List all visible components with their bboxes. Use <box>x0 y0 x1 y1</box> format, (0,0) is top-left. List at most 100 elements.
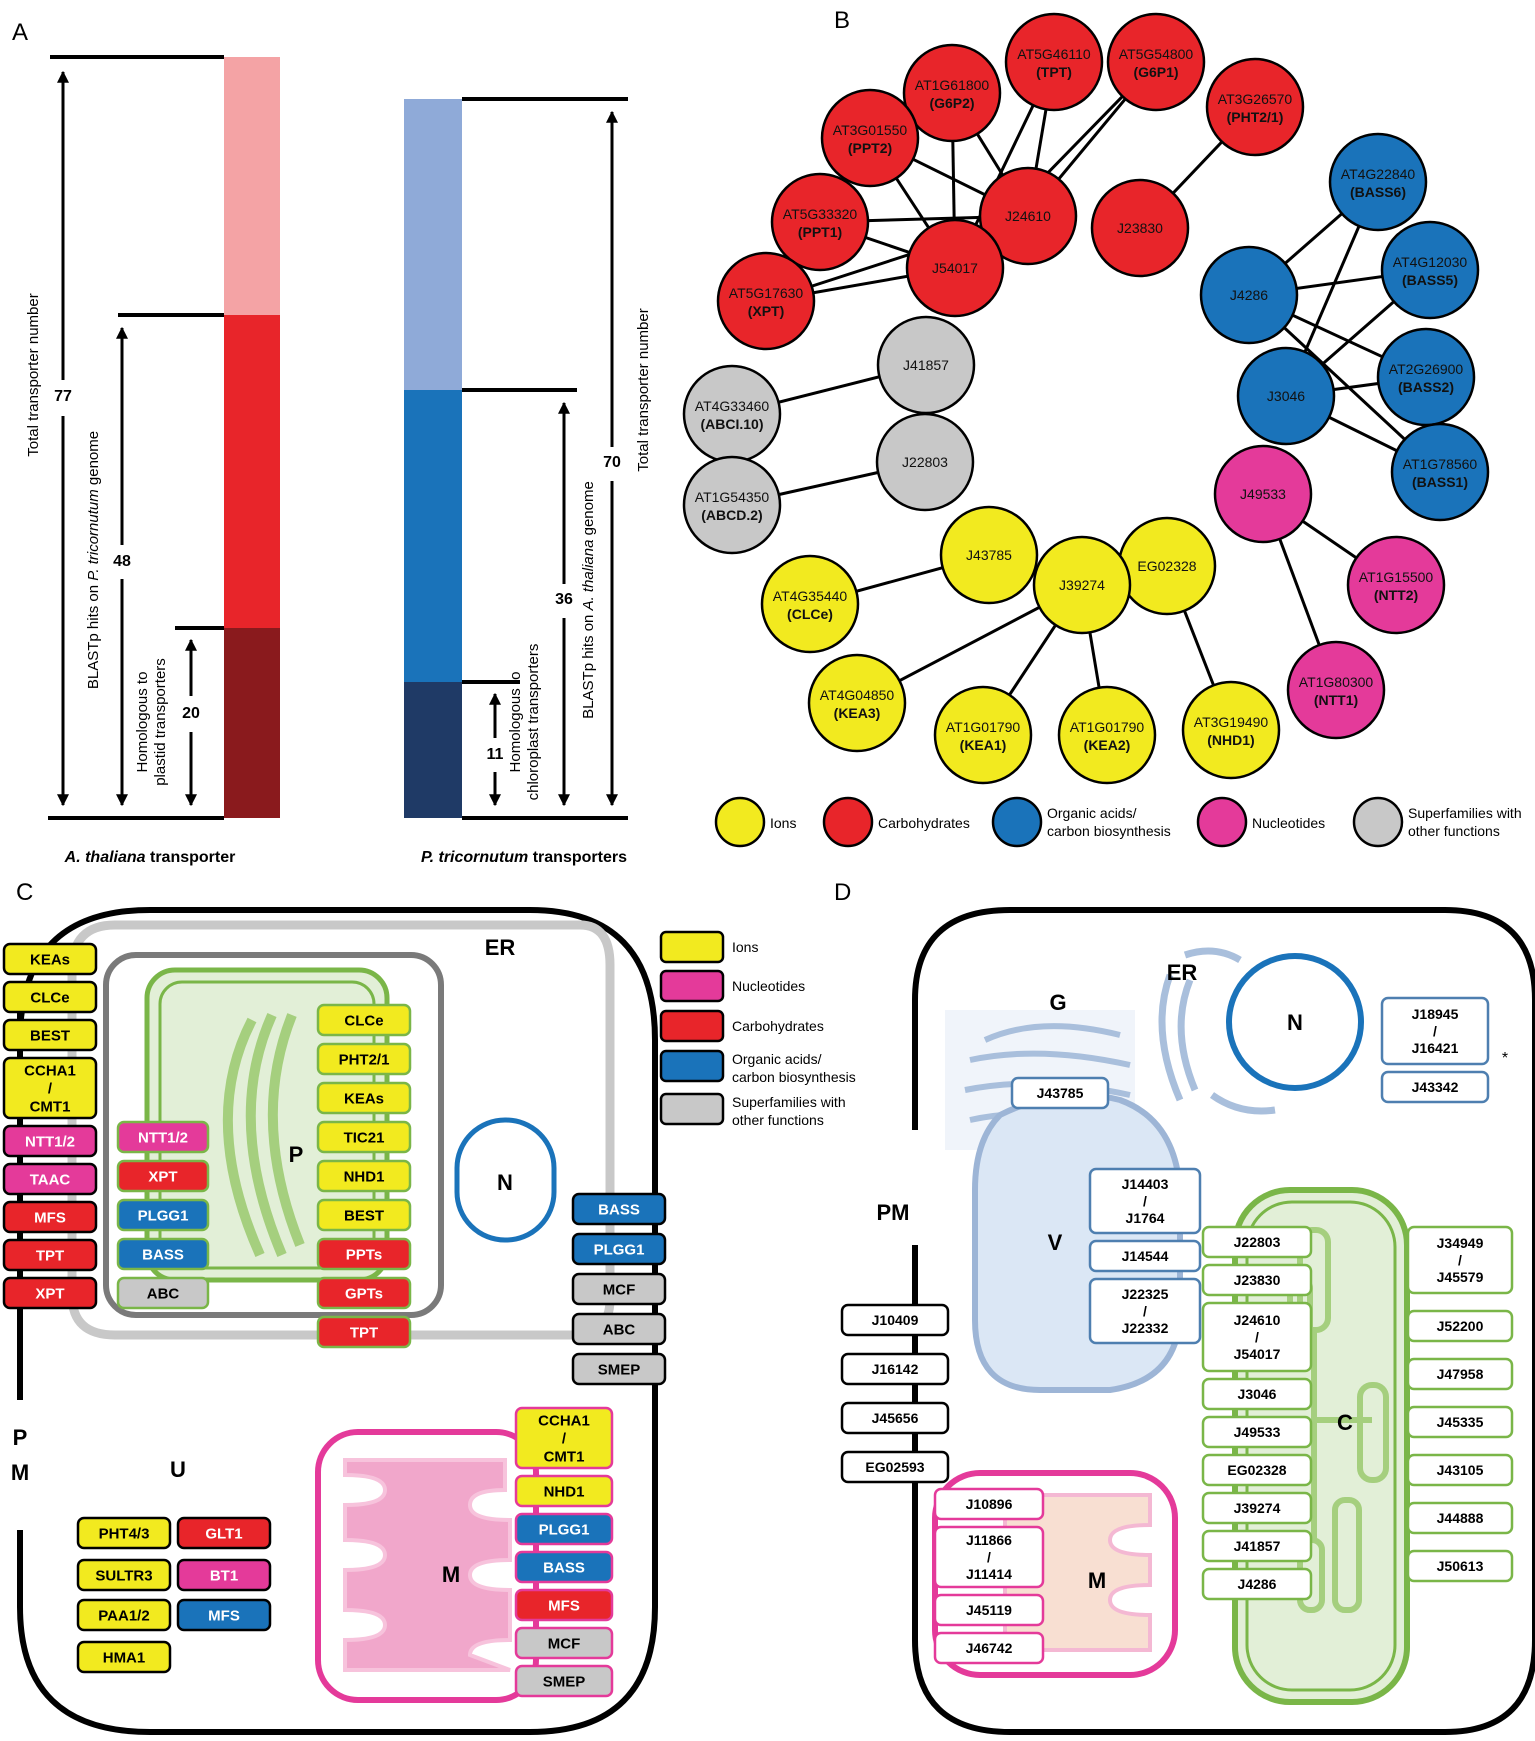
c-legend-swatch <box>659 1049 725 1083</box>
d-nucleus <box>1226 953 1364 1091</box>
box-label: J16421 <box>1412 1040 1459 1056</box>
box-label: J14403 <box>1122 1176 1169 1192</box>
node-circle <box>770 172 870 272</box>
box-label: / <box>987 1549 991 1565</box>
legend-label: Carbohydrates <box>878 815 970 831</box>
d-chloro-left-box: J24610/J54017 <box>1201 1301 1313 1373</box>
node-circle <box>1181 680 1281 780</box>
box-rect <box>514 1550 614 1584</box>
node-id: J3046 <box>1267 388 1305 404</box>
c-pm-box: MFS <box>2 1200 98 1234</box>
node-id: AT1G61800 <box>915 77 990 93</box>
box-label: J52200 <box>1437 1318 1484 1334</box>
node-kea2: AT1G01790(KEA2) <box>1057 685 1157 785</box>
node-pht: AT3G26570(PHT2/1) <box>1205 57 1305 157</box>
node-j4286: J4286 <box>1199 245 1299 345</box>
node-gene: (TPT) <box>1036 64 1072 80</box>
d-mito-box: J11866/J11414 <box>933 1525 1045 1589</box>
d-chloro-left-box: J23830 <box>1201 1263 1313 1297</box>
node-circle <box>807 653 907 753</box>
node-eg02328: EG02328 <box>1117 516 1217 616</box>
box-label: J23830 <box>1234 1272 1281 1288</box>
c-unknown-box: PHT4/3 <box>76 1516 172 1550</box>
c-mito-box: MFS <box>514 1588 614 1622</box>
d-chloro-left-box: J39274 <box>1201 1491 1313 1525</box>
legend-label: Nucleotides <box>1252 815 1325 831</box>
box-rect <box>316 1120 412 1154</box>
d-pm-label: PM <box>877 1200 910 1225</box>
d-chloro-left-box: J4286 <box>1201 1567 1313 1601</box>
box-rect <box>2 1018 98 1052</box>
box-label: BEST <box>30 1027 70 1044</box>
node-circle <box>1390 422 1490 522</box>
node-circle <box>875 412 975 512</box>
ath-total-label: Total transporter number <box>25 293 42 456</box>
box-rect <box>571 1312 667 1346</box>
node-j3046: J3046 <box>1236 346 1336 446</box>
box-rect <box>840 1401 950 1435</box>
box-rect <box>316 1198 412 1232</box>
node-gene: (NTT1) <box>1314 692 1358 708</box>
box-rect <box>1406 1357 1514 1391</box>
node-circle <box>978 166 1078 266</box>
node-ntt1: AT1G80300(NTT1) <box>1286 640 1386 740</box>
node-xpt: AT5G17630(XPT) <box>716 251 816 351</box>
box-label: / <box>1255 1329 1259 1345</box>
box-rect <box>1201 1377 1313 1411</box>
node-id: AT1G01790 <box>946 719 1021 735</box>
c-plastid-right-box: PPTs <box>316 1237 412 1271</box>
box-rect <box>1201 1453 1313 1487</box>
box-label: BASS <box>142 1246 184 1263</box>
d-chloro-thylakoids <box>1287 1227 1389 1613</box>
node-circle <box>682 455 782 555</box>
c-plastid-envelope <box>103 952 444 1318</box>
box-label: / <box>1458 1252 1462 1268</box>
box-label: MFS <box>208 1607 240 1624</box>
c-plastid-left-box: ABC <box>116 1276 210 1310</box>
c-legend-swatch <box>659 969 725 1003</box>
box-label: PPTs <box>346 1246 382 1263</box>
legend-label: Organic acids/ <box>1047 805 1137 821</box>
node-id: AT4G22840 <box>1341 166 1416 182</box>
node-circle <box>1106 12 1206 112</box>
box-rect <box>1201 1567 1313 1601</box>
box-rect <box>1201 1301 1313 1373</box>
box-label: J45579 <box>1437 1269 1484 1285</box>
legend-label-2: carbon biosynthesis <box>1047 823 1171 839</box>
box-rect <box>1406 1549 1514 1583</box>
ath-blast-label: BLASTp hits on P. tricornutum genome <box>85 431 102 689</box>
box-label: J22803 <box>1234 1234 1281 1250</box>
node-gene: (PPT2) <box>848 140 892 156</box>
d-chloro-right-box: J52200 <box>1406 1309 1514 1343</box>
c-er-box: ABC <box>571 1312 667 1346</box>
d-golgi-box: J43785 <box>1010 1076 1110 1110</box>
box-rect <box>1088 1239 1202 1273</box>
node-id: AT2G26900 <box>1389 361 1464 377</box>
box-rect <box>840 1352 950 1386</box>
node-gene: (BASS5) <box>1402 272 1458 288</box>
box-label: CLCe <box>344 1012 383 1029</box>
pt-homol-value: 11 <box>487 746 504 763</box>
d-mito-box: J46742 <box>933 1631 1045 1665</box>
d-chloro-left-box: EG02328 <box>1201 1453 1313 1487</box>
box-label: J45119 <box>966 1602 1012 1618</box>
box-label: J14544 <box>1122 1248 1169 1264</box>
c-plastid-left-box: XPT <box>116 1159 210 1193</box>
box-label: J43785 <box>1037 1085 1084 1101</box>
c-mito-box: MCF <box>514 1626 614 1660</box>
box-label: J3046 <box>1238 1386 1277 1402</box>
box-label: PLGG1 <box>594 1241 645 1258</box>
box-label: J44888 <box>1437 1510 1484 1526</box>
d-mito-label: M <box>1088 1568 1106 1593</box>
pt-total-label: Total transporter number <box>635 308 652 471</box>
pt-caption: P. tricornutum transporters <box>421 849 627 866</box>
node-circle <box>682 364 782 464</box>
box-rect <box>514 1664 614 1698</box>
ath-caption: A. thaliana transporter <box>64 849 236 866</box>
c-pm-box: TPT <box>2 1238 98 1272</box>
node-j24610: J24610 <box>978 166 1078 266</box>
box-label: TIC21 <box>344 1129 385 1146</box>
node-id: J23830 <box>1117 220 1163 236</box>
